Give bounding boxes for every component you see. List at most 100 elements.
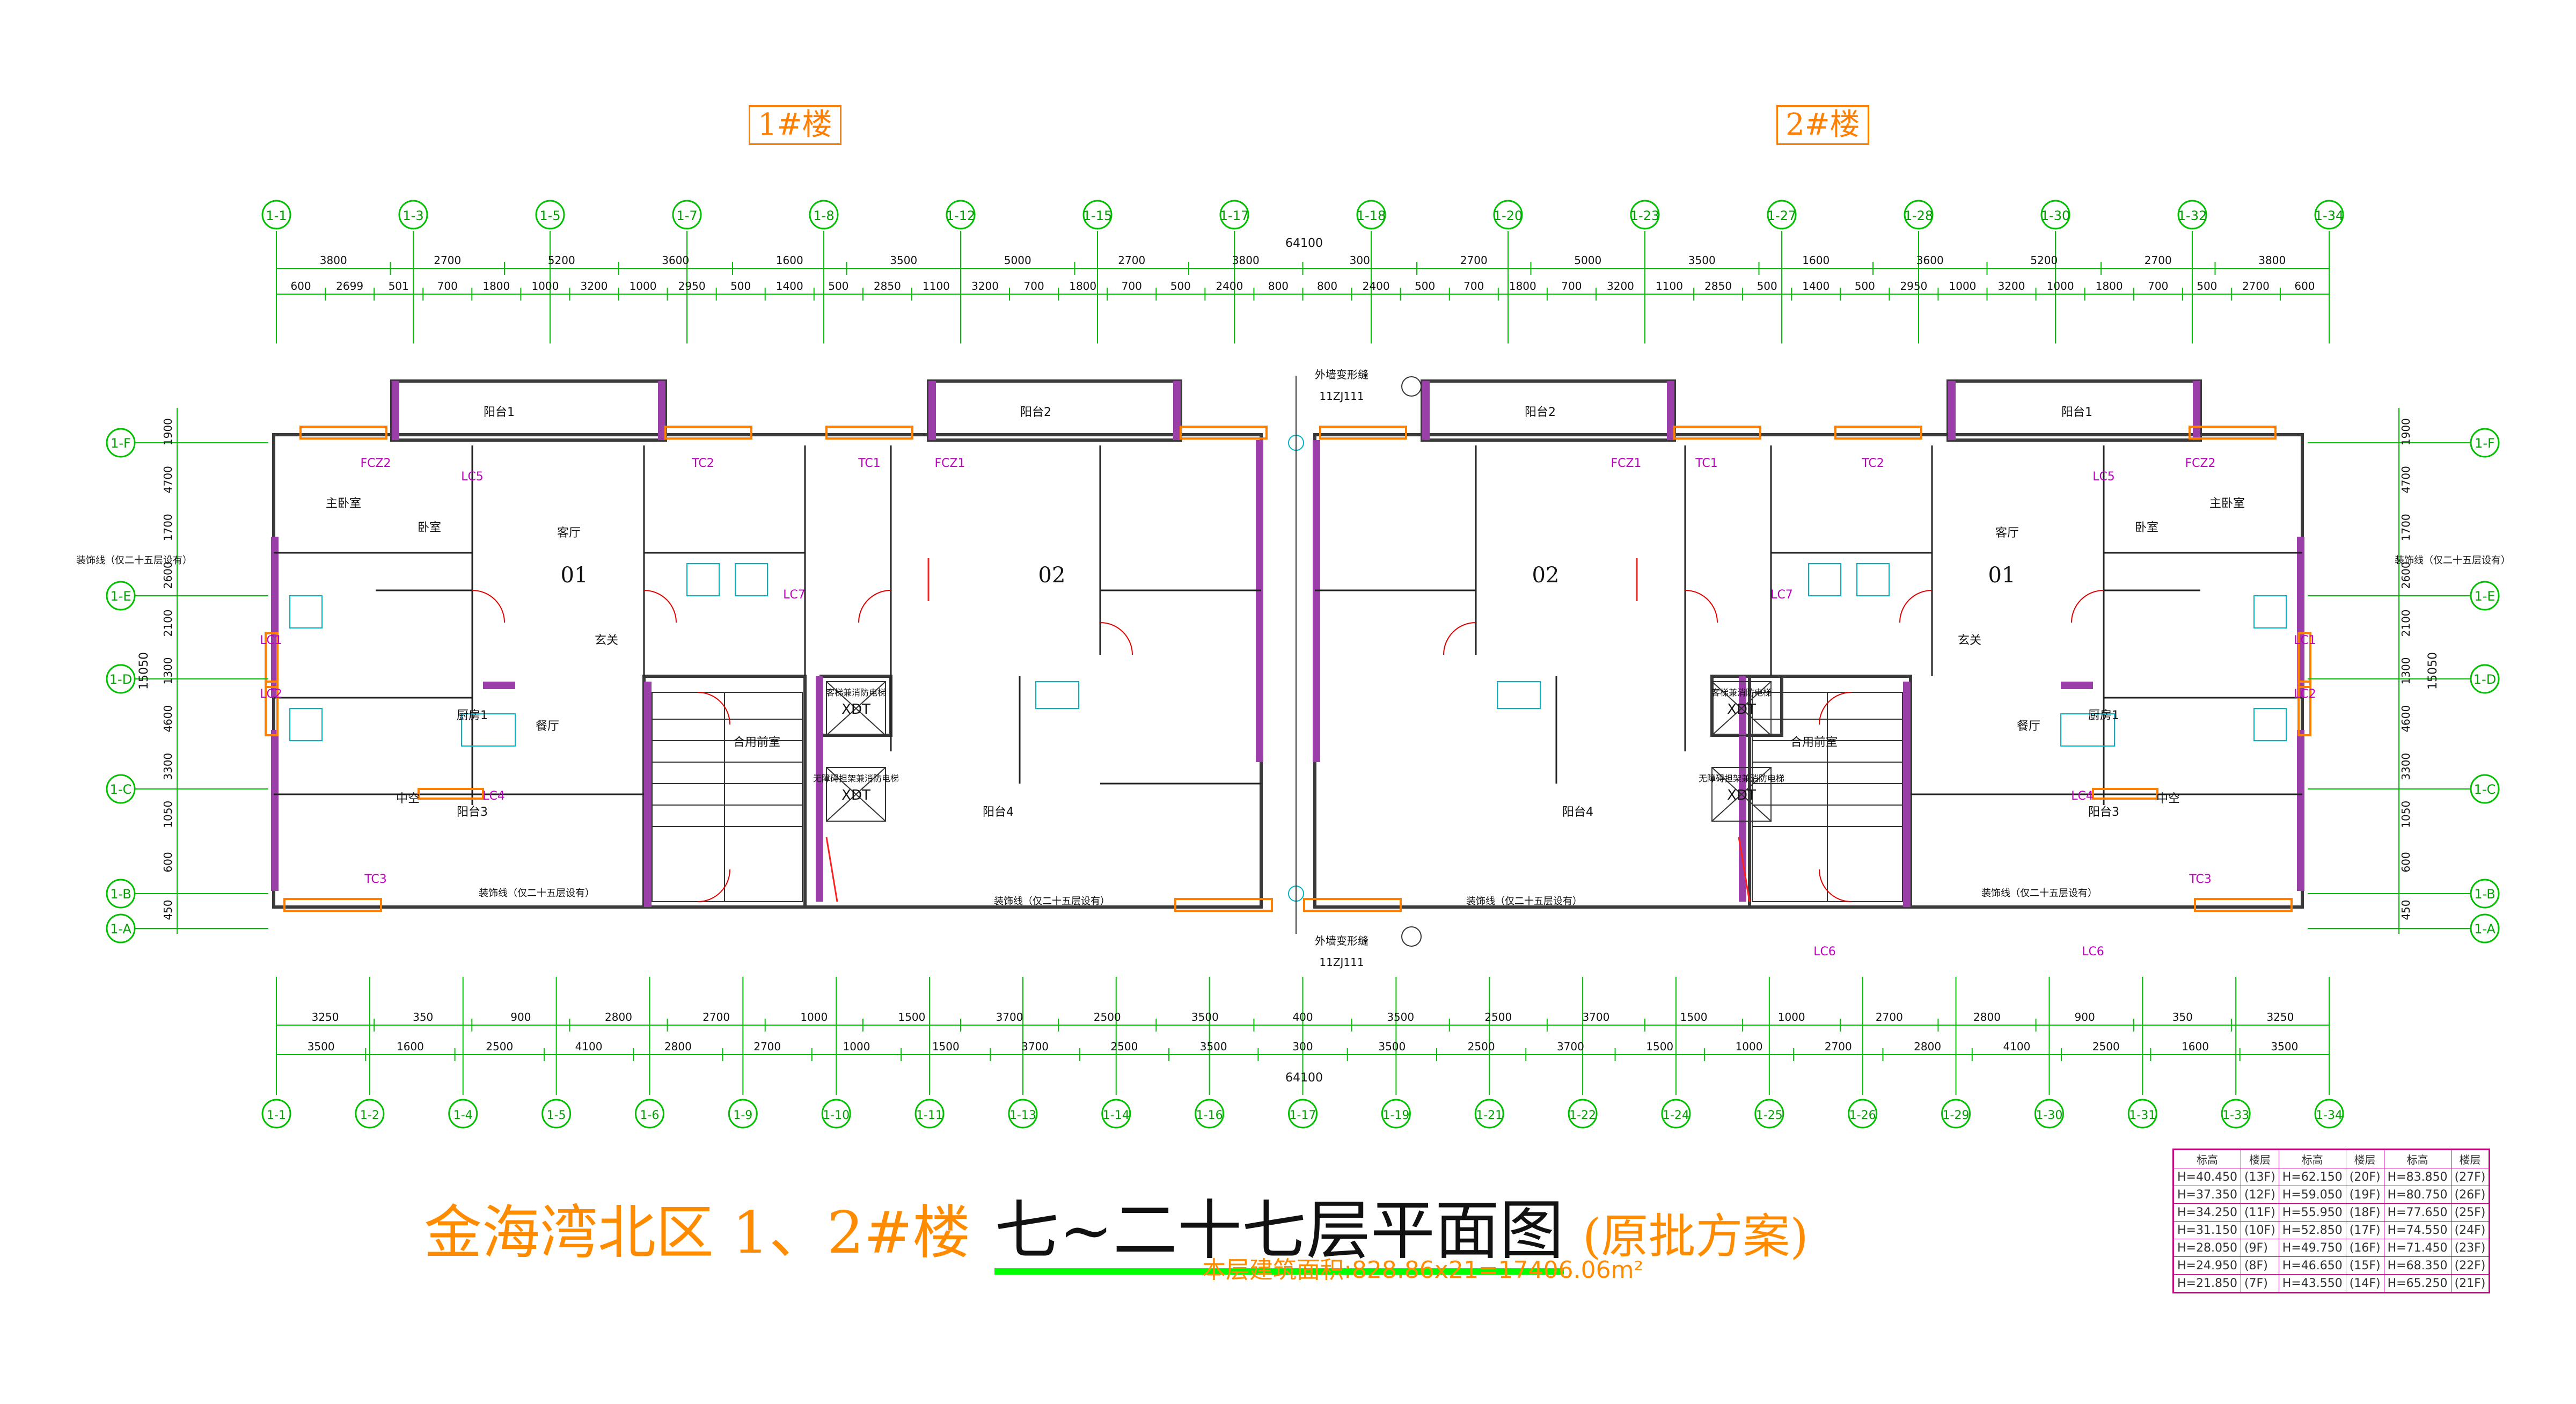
axis-bubble (1661, 1099, 1691, 1129)
axis-label: 1-29 (1943, 1109, 1970, 1122)
legend-cell: H=52.850 (2278, 1221, 2346, 1239)
axis-bubble (106, 774, 136, 804)
dimension-top-1: 3500 (890, 254, 917, 267)
legend-cell: H=71.450 (2383, 1239, 2451, 1257)
dimension-top-2: 1000 (630, 280, 657, 292)
legend-cell: (20F) (2345, 1168, 2384, 1186)
dimension-top-2: 2950 (1900, 280, 1927, 292)
room-label: 厨房1 (2088, 709, 2119, 722)
axis-bubble (914, 1099, 945, 1129)
dimension-bottom-2: 1600 (397, 1040, 424, 1053)
dimension-top-2: 700 (1122, 280, 1142, 292)
legend-cell: (16F) (2345, 1239, 2384, 1257)
shaft-code: XDT (841, 787, 870, 803)
axis-bubble (634, 1099, 664, 1129)
axis-label: 1-27 (1767, 208, 1796, 223)
window-code: FCZ2 (360, 457, 391, 470)
dimension-top-1: 5000 (1574, 254, 1601, 267)
room-label: 阳台1 (484, 406, 515, 419)
title-main-a: 金海湾北区 1、2#楼 (424, 1200, 971, 1267)
axis-label: 1-8 (813, 208, 834, 223)
axis-bubble (2470, 774, 2500, 804)
axis-label: 1-20 (1494, 208, 1523, 223)
axis-bubble (821, 1099, 851, 1129)
dimension-top-2: 500 (1170, 280, 1191, 292)
legend-header: 楼层 (2450, 1149, 2490, 1168)
dimension-top-2: 600 (2294, 280, 2315, 292)
axis-bubble (2470, 428, 2500, 458)
legend-cell: H=34.250 (2173, 1203, 2241, 1222)
axis-label: 1-26 (1849, 1109, 1876, 1122)
total-dimension-top: 64100 (1285, 237, 1323, 250)
legend-cell: H=46.650 (2278, 1256, 2346, 1275)
axis-bubble (106, 664, 136, 694)
legend-header: 楼层 (2345, 1149, 2384, 1168)
dimension-top-1: 2700 (1118, 254, 1145, 267)
room-label: 餐厅 (536, 720, 559, 733)
window-code: LC4 (2071, 789, 2094, 803)
dimension-top-2: 700 (1463, 280, 1484, 292)
dimension-top-2: 501 (389, 280, 409, 292)
dimension-bottom-1: 2700 (702, 1011, 730, 1023)
dimension-top-2: 800 (1268, 280, 1289, 292)
axis-bubble (1381, 1099, 1411, 1129)
axis-bubble (1008, 1099, 1038, 1129)
dimension-top-1: 3600 (1916, 254, 1944, 267)
axis-label: 1-15 (1083, 208, 1112, 223)
axis-label: 1-A (2474, 922, 2496, 937)
dimension-top-2: 2400 (1216, 280, 1243, 292)
dimension-top-1: 3500 (1688, 254, 1716, 267)
dimension-right: 4700 (2399, 466, 2412, 493)
axis-bubble (2470, 913, 2500, 944)
axis-label: 1-F (111, 436, 131, 451)
dimension-bottom-2: 1000 (1736, 1040, 1763, 1053)
dimension-top-1: 2700 (2145, 254, 2172, 267)
dimension-bottom-1: 350 (413, 1011, 433, 1023)
legend-cell: H=37.350 (2173, 1186, 2241, 1204)
legend-cell: H=31.150 (2173, 1221, 2241, 1239)
axis-bubble (106, 428, 136, 458)
dimension-top-1: 3800 (1232, 254, 1260, 267)
axis-label: 1-6 (640, 1109, 659, 1122)
decor-line-note: 装饰线（仅二十五层设有） (479, 888, 595, 899)
axis-label: 1-3 (402, 208, 423, 223)
legend-cell: (27F) (2450, 1168, 2490, 1186)
dimension-top-2: 2700 (2242, 280, 2270, 292)
dimension-top-1: 3800 (2258, 254, 2286, 267)
decor-line-note: 装饰线（仅二十五层设有） (1466, 896, 1582, 907)
dimension-bottom-2: 2500 (2092, 1040, 2120, 1053)
axis-bubble (2221, 1099, 2251, 1129)
dimension-top-1: 1600 (776, 254, 803, 267)
room-label: 客厅 (1995, 526, 2019, 540)
dimension-top-1: 3800 (320, 254, 347, 267)
axis-label: 1-11 (916, 1109, 943, 1122)
outer-wall-note: 外墙变形缝 (1315, 368, 1368, 381)
dimension-top-2: 1000 (2047, 280, 2074, 292)
axis-bubble (2314, 1099, 2344, 1129)
dimension-top-2: 1100 (1656, 280, 1683, 292)
axis-label: 1-28 (1904, 208, 1933, 223)
dimension-bottom-1: 400 (1292, 1011, 1313, 1023)
axis-label: 1-F (2475, 436, 2495, 451)
legend-cell: H=49.750 (2278, 1239, 2346, 1257)
dimension-bottom-1: 2500 (1484, 1011, 1512, 1023)
dimension-bottom-2: 3500 (2271, 1040, 2298, 1053)
dimension-right: 1900 (2399, 418, 2412, 445)
legend-cell: (19F) (2345, 1186, 2384, 1204)
legend-header: 标高 (2173, 1149, 2241, 1168)
plan-structure (265, 376, 2311, 947)
dimension-top-2: 700 (2148, 280, 2168, 292)
axis-label: 1-5 (547, 1109, 566, 1122)
legend-cell: H=83.850 (2383, 1168, 2451, 1186)
axis-label: 1-1 (267, 1109, 286, 1122)
window-code: TC2 (691, 457, 714, 470)
legend-cell: (7F) (2240, 1274, 2279, 1293)
dimension-bottom-1: 3250 (2266, 1011, 2294, 1023)
legend-row: H=37.350(12F)H=59.050(19F)H=80.750(26F) (2173, 1186, 2490, 1204)
dimension-top-2: 500 (1757, 280, 1777, 292)
decor-line-note: 装饰线（仅二十五层设有） (994, 896, 1110, 907)
building-label-right: 2#楼 (1776, 105, 1869, 145)
window-code: LC6 (1813, 945, 1836, 959)
dimension-left-total: 15050 (137, 652, 151, 690)
dimension-left: 4700 (162, 466, 174, 493)
